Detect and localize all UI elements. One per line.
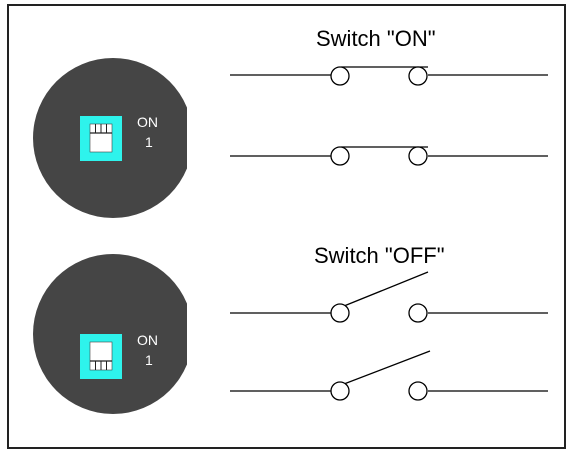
contact-right [408,66,428,86]
dip-slider-on [90,124,112,134]
contact-left [330,66,350,86]
contact-left [330,381,350,401]
dip-number-on: 1 [145,134,153,150]
title-switch-on: Switch "ON" [316,26,436,51]
contact-right [408,381,428,401]
panel-on: ON 1 Switch "ON" [33,26,548,218]
dip-on-label-off: ON [137,332,158,348]
title-switch-off: Switch "OFF" [314,243,445,268]
panel-off: ON 1 Switch "OFF" [33,243,548,414]
circuit-off-lower [230,350,548,401]
dip-on-label-on: ON [137,114,158,130]
contact-right [408,146,428,166]
contact-left [330,303,350,323]
dip-slider-off [90,360,112,370]
circuit-on-upper [230,66,548,86]
circuit-off-upper [230,271,548,323]
circuit-on-lower [230,146,548,166]
contact-left [330,146,350,166]
dip-number-off: 1 [145,352,153,368]
contact-right [408,303,428,323]
